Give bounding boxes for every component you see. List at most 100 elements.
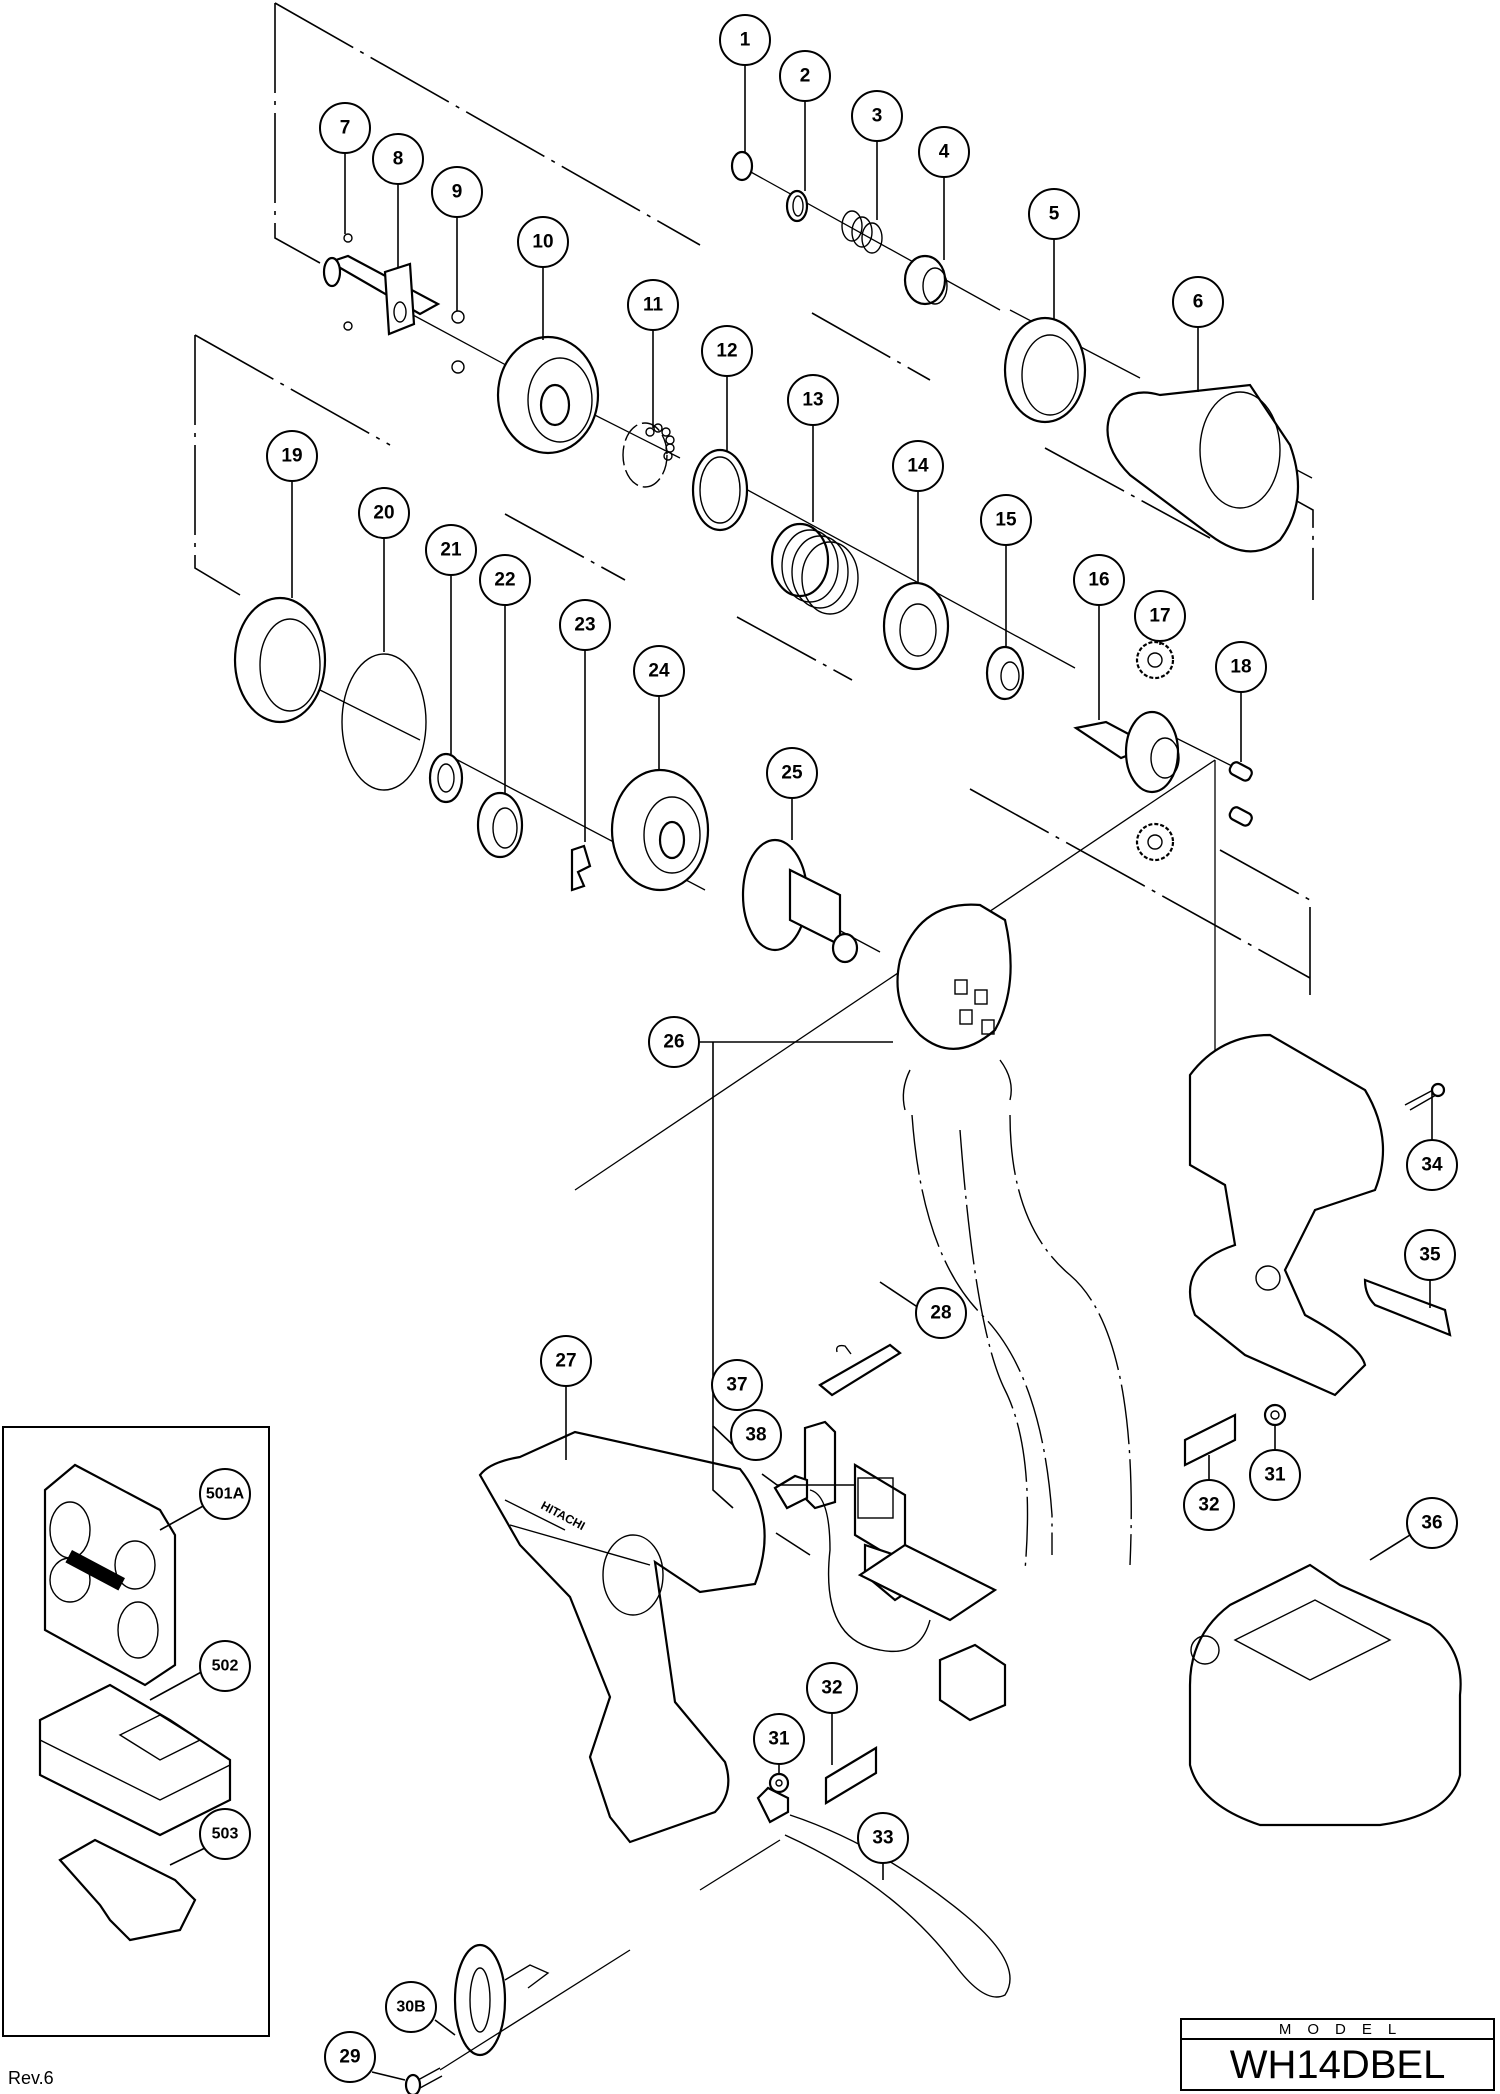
callout-19[interactable]: 19 [266,430,318,482]
callout-label: 12 [716,341,737,362]
callout-503[interactable]: 503 [199,1808,251,1860]
callout-30B[interactable]: 30B [385,1981,437,2033]
callout-9[interactable]: 9 [431,166,483,218]
callout-label: 16 [1088,570,1109,591]
part-retaining-ring-15 [985,645,1025,701]
callout-label: 28 [930,1303,951,1324]
callout-14[interactable]: 14 [892,440,944,492]
callout-38[interactable]: 38 [730,1409,782,1461]
callout-label: 23 [574,615,595,636]
callout-31-left[interactable]: 31 [753,1713,805,1765]
callout-23[interactable]: 23 [559,599,611,651]
wires [911,1114,1132,1571]
model-info-box: MODEL WH14DBEL [1180,2018,1495,2091]
callout-21[interactable]: 21 [425,524,477,576]
callout-12[interactable]: 12 [701,325,753,377]
part-connector-38 [773,1474,1007,1722]
frame-upper-top [274,2,701,246]
callout-15[interactable]: 15 [980,494,1032,546]
leader-lines [149,64,1433,2081]
part-case-501A [43,1463,177,1687]
callout-label: 2 [800,66,811,87]
callout-22[interactable]: 22 [479,554,531,606]
part-battery-36 [1188,1563,1462,1827]
part-strap-33 [756,1786,1011,1998]
callout-32-left[interactable]: 32 [806,1662,858,1714]
callout-29[interactable]: 29 [324,2031,376,2083]
callout-11[interactable]: 11 [627,279,679,331]
part-magnet-32-left [824,1746,878,1805]
callout-16[interactable]: 16 [1073,554,1125,606]
callout-3[interactable]: 3 [851,90,903,142]
callout-502[interactable]: 502 [199,1640,251,1692]
callout-label: 37 [726,1375,747,1396]
callout-label: 33 [872,1828,893,1849]
frame-upper-mid2 [1044,447,1211,539]
callout-8[interactable]: 8 [372,133,424,185]
callout-31-right[interactable]: 31 [1249,1449,1301,1501]
callout-label: 502 [212,1658,239,1675]
callout-label: 15 [995,510,1017,531]
callout-24[interactable]: 24 [633,645,685,697]
callout-label: 22 [494,570,515,591]
callout-10[interactable]: 10 [517,216,569,268]
callout-27[interactable]: 27 [540,1335,592,1387]
frame-lower-mid [504,513,626,581]
callout-1[interactable]: 1 [719,14,771,66]
part-housing-left-27: HITACHI [478,1430,766,1844]
part-magnet-32-right [1183,1413,1237,1467]
callout-7[interactable]: 7 [319,102,371,154]
frame-lines [194,2,1314,995]
callout-label: 21 [440,540,462,561]
part-screw-29 [404,2067,443,2094]
callout-34[interactable]: 34 [1406,1139,1458,1191]
part-nut-31-right [1263,1403,1287,1427]
callout-18[interactable]: 18 [1215,641,1267,693]
callout-label: 32 [821,1678,842,1699]
part-trigger-plate-28 [818,1343,902,1397]
callout-37[interactable]: 37 [711,1359,763,1411]
callout-label: 35 [1419,1245,1441,1266]
callout-label: 7 [340,118,351,139]
callout-5[interactable]: 5 [1028,188,1080,240]
callout-label: 31 [768,1729,790,1750]
callout-36[interactable]: 36 [1406,1497,1458,1549]
part-anvil-7-8 [322,233,441,336]
part-hammer-case-6 [1106,383,1300,553]
callout-6[interactable]: 6 [1172,276,1224,328]
callout-label: 31 [1264,1465,1286,1486]
part-rotor-25 [741,838,859,964]
accessories-box [2,1426,270,2037]
callout-2[interactable]: 2 [779,50,831,102]
callout-17[interactable]: 17 [1134,590,1186,642]
callout-label: 38 [745,1425,766,1446]
axis-line-mid-3 [719,474,1076,669]
callout-label: 10 [532,232,553,253]
callout-35[interactable]: 35 [1404,1229,1456,1281]
callout-label: 17 [1149,606,1170,627]
callouts: 1 2 3 4 5 6 7 8 9 10 11 12 13 14 15 16 1… [199,14,1458,2083]
callout-label: 32 [1198,1495,1219,1516]
part-washer-14 [882,581,950,671]
axis-line-base [439,1949,631,2071]
callout-label: 14 [907,456,929,477]
part-bearing-22 [476,791,524,859]
callout-label: 27 [555,1351,576,1372]
callout-label: 18 [1230,657,1251,678]
callout-20[interactable]: 20 [358,487,410,539]
model-name: WH14DBEL [1229,2043,1446,2087]
callout-26[interactable]: 26 [648,1016,700,1068]
part-cover-503 [58,1838,197,1942]
callout-13[interactable]: 13 [787,374,839,426]
callout-25[interactable]: 25 [766,747,818,799]
callout-33[interactable]: 33 [857,1812,909,1864]
part-seal-19 [233,596,327,724]
callout-32-right[interactable]: 32 [1183,1479,1235,1531]
part-washer-2 [785,189,809,223]
frame-upper-mid [811,312,931,381]
callout-28[interactable]: 28 [915,1287,967,1339]
callout-4[interactable]: 4 [918,126,970,178]
axis-line-front [739,165,1001,311]
callout-501A[interactable]: 501A [199,1468,251,1520]
callout-label: 8 [393,149,404,170]
